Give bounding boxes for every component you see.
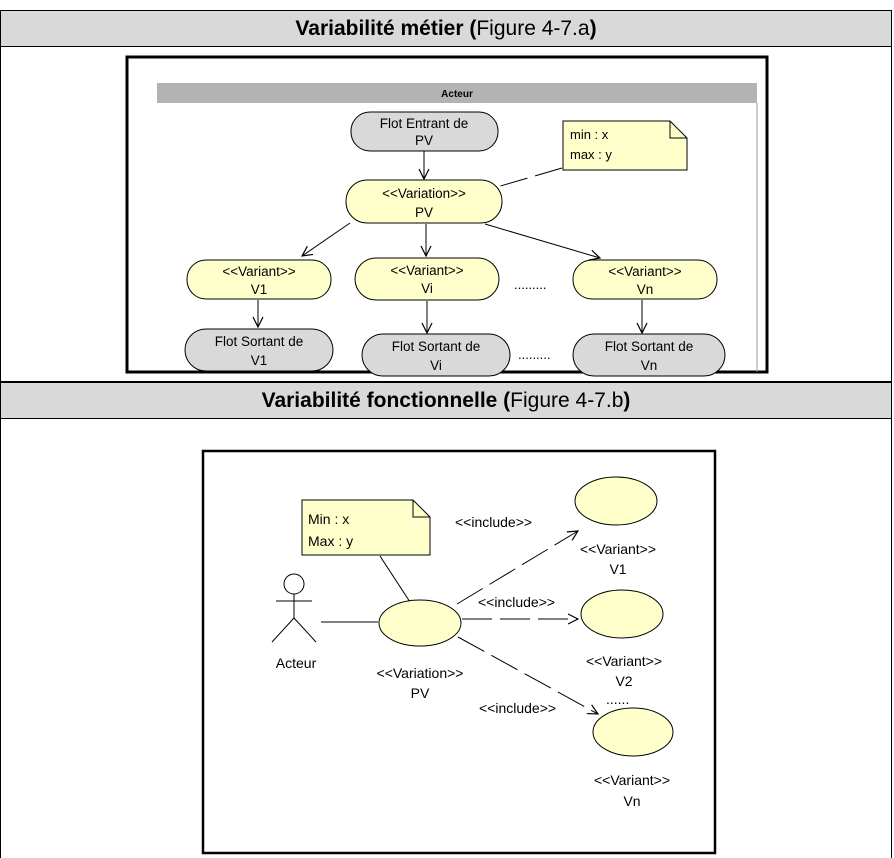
note-a: min : x max : y [562, 120, 688, 171]
variation-b-line1: <<Variation>> [377, 665, 464, 681]
variant-node-v1: <<Variant>> V1 [186, 259, 332, 300]
variant-b-v2-line1: <<Variant>> [586, 653, 662, 669]
variation-node-a: <<Variation>> PV [345, 179, 503, 224]
note-b-connector [379, 555, 411, 603]
variant-vn-line1: <<Variant>> [608, 264, 681, 279]
variant-b-v1-line1: <<Variant>> [580, 541, 656, 557]
section-a-title-figure: Figure 4-7.a [476, 17, 590, 40]
exit-ellipsis: ......... [518, 347, 551, 362]
section-a-title-bold: Variabilité métier ( [295, 17, 477, 40]
exit-vi-line2: Vi [430, 358, 442, 373]
variation-a-line1: <<Variation>> [382, 186, 466, 201]
variant-ellipsis: ......... [514, 277, 547, 292]
arrow-variation-to-vn [484, 223, 600, 258]
exit-flow-v1: Flot Sortant de V1 [184, 328, 334, 372]
include-label-vn: <<include>> [479, 700, 556, 716]
variant-node-vi: <<Variant>> Vi [354, 257, 500, 301]
entry-flow-line2: PV [415, 133, 433, 148]
note-b-line2: Max : y [308, 533, 353, 549]
note-a-connector [496, 167, 563, 188]
swimlane-label: Acteur [441, 89, 473, 100]
exit-v1-line2: V1 [251, 353, 268, 368]
variant-b-v1-line2: V1 [609, 561, 626, 577]
variant-use-case-v1 [574, 476, 658, 526]
exit-vn-line1: Flot Sortant de [605, 339, 694, 354]
entry-flow-line1: Flot Entrant de [380, 116, 469, 131]
actor-label: Acteur [276, 655, 317, 671]
variant-node-vn: <<Variant>> Vn [572, 259, 718, 300]
note-b-line1: Min : x [308, 511, 349, 527]
include-arrow-v1 [456, 531, 578, 605]
include-label-v2: <<include>> [478, 594, 555, 610]
variant-v1-line1: <<Variant>> [222, 264, 295, 279]
exit-flow-vn: Flot Sortant de Vn [572, 333, 726, 377]
variant-v1-line2: V1 [251, 282, 268, 297]
arrow-variation-to-v1 [302, 222, 351, 256]
exit-flow-vi: Flot Sortant de Vi [361, 333, 511, 377]
variant-b-vn-line2: Vn [623, 793, 640, 809]
variant-use-case-vn [592, 707, 674, 757]
exit-vn-line2: Vn [641, 358, 658, 373]
note-a-line2: max : y [570, 147, 612, 162]
variation-b-line2: PV [411, 685, 430, 701]
variant-use-case-v2 [580, 589, 664, 639]
exit-vi-line1: Flot Sortant de [392, 339, 481, 354]
variation-use-case [378, 599, 462, 647]
variant-b-ellipsis: ...... [606, 691, 629, 707]
section-a-title-close: ) [589, 17, 597, 40]
note-b: Min : x Max : y [301, 499, 431, 556]
variant-vn-line2: Vn [637, 282, 654, 297]
variant-b-vn-line1: <<Variant>> [594, 772, 670, 788]
diagram-a: Acteur min : x max : y Flot Entrant de P… [125, 55, 769, 377]
section-a-header: Variabilité métier (Figure 4-7.a) [0, 10, 892, 47]
section-b-header: Variabilité fonctionnelle (Figure 4-7.b) [0, 382, 892, 419]
variant-vi-line2: Vi [421, 281, 433, 296]
section-b-title-close: ) [623, 389, 631, 412]
exit-v1-line1: Flot Sortant de [215, 334, 304, 349]
variation-a-line2: PV [415, 205, 433, 220]
include-label-v1: <<include>> [455, 514, 532, 530]
diagram-b: Min : x Max : y Acteur <<Variation>> PV … [201, 449, 717, 855]
note-a-line1: min : x [570, 127, 609, 142]
variant-b-v2-line2: V2 [615, 673, 632, 689]
entry-flow-node: Flot Entrant de PV [350, 111, 499, 152]
include-arrow-vn [457, 636, 598, 714]
section-b-title-bold: Variabilité fonctionnelle ( [261, 389, 511, 412]
swimlane-header [157, 83, 757, 103]
actor-figure [271, 573, 317, 643]
variant-vi-line1: <<Variant>> [390, 263, 463, 278]
section-b-title-figure: Figure 4-7.b [510, 389, 624, 412]
